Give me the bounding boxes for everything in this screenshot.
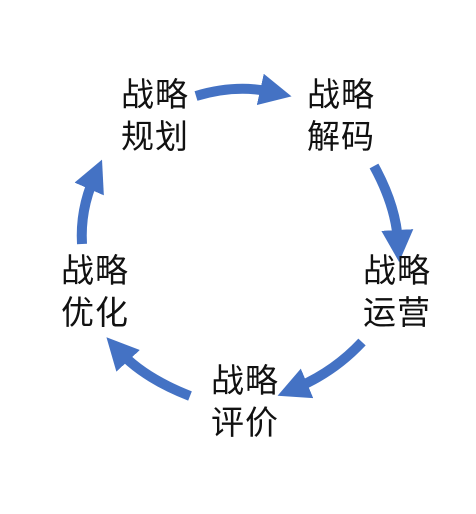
arrow-operation-to-evaluation [277, 338, 366, 399]
stage-label-line2: 解码 [307, 117, 375, 156]
arrow-decoding-to-operation [369, 163, 414, 262]
stage-strategy-decoding: 战略 解码 [296, 74, 386, 158]
arrow-evaluation-to-optimization [106, 337, 192, 401]
stage-strategy-operation: 战略 运营 [352, 250, 442, 334]
stage-label-line1: 战略 [211, 361, 279, 400]
stage-strategy-optimization: 战略 优化 [50, 250, 140, 334]
stage-label-line1: 战略 [363, 251, 431, 290]
stage-label-line1: 战略 [61, 251, 129, 290]
arrow-optimization-to-planning [74, 159, 104, 245]
stage-strategy-evaluation: 战略 评价 [200, 360, 290, 444]
stage-label-line2: 优化 [61, 293, 129, 332]
stage-label-line1: 战略 [307, 75, 375, 114]
stage-label-line1: 战略 [121, 75, 189, 114]
stage-label-line2: 规划 [121, 117, 189, 156]
stage-label-line2: 运营 [363, 293, 431, 332]
stage-strategy-planning: 战略 规划 [110, 74, 200, 158]
arrow-planning-to-decoding [194, 73, 292, 106]
stage-label-line2: 评价 [211, 403, 279, 442]
